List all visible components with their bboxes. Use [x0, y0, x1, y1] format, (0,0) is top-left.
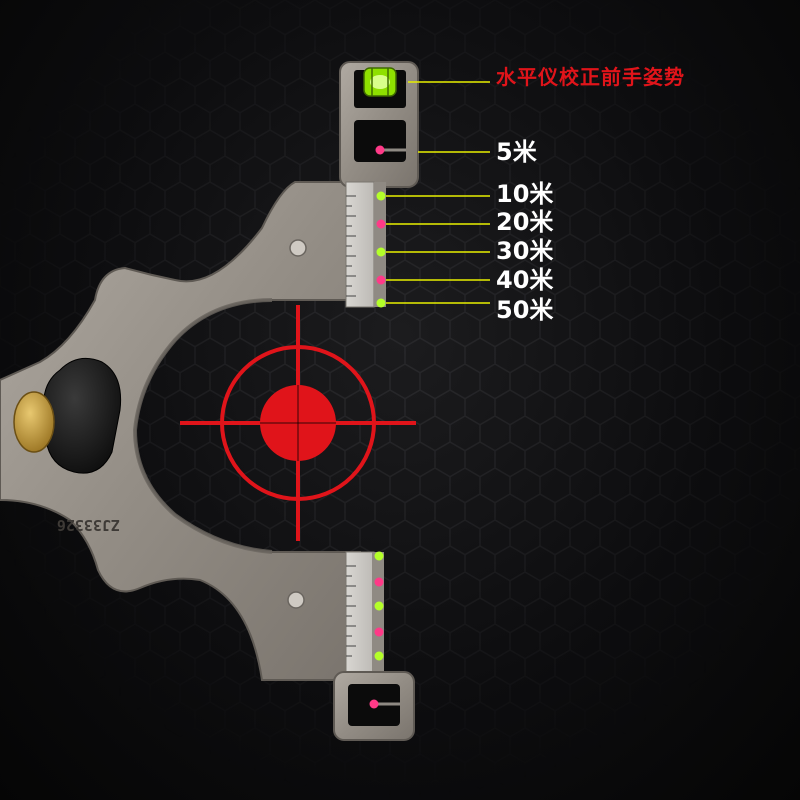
top-distance-scale — [345, 181, 386, 308]
distance-label-30m: 30米 — [496, 237, 554, 265]
pin-50m — [376, 298, 386, 308]
pin-20m — [376, 219, 386, 229]
rivet-bottom — [287, 591, 305, 609]
level-calibration-label: 水平仪校正前手姿势 — [496, 65, 685, 89]
pointer-lines — [386, 81, 490, 304]
bubble-level-icon — [363, 67, 397, 97]
pin-40m — [376, 275, 386, 285]
pin-30m — [376, 247, 386, 257]
crosshair-icon — [180, 305, 416, 541]
distance-label-20m: 20米 — [496, 208, 554, 236]
bottom-sight-bracket — [333, 671, 415, 741]
distance-label-40m: 40米 — [496, 266, 554, 294]
black-grip-knob — [43, 357, 122, 474]
distance-label-50m: 50米 — [496, 296, 554, 324]
rivet-top — [289, 239, 307, 257]
top-sight-bracket — [339, 61, 419, 188]
distance-label-10m: 10米 — [496, 180, 554, 208]
serial-engraving: ZJ33326 — [57, 516, 120, 534]
pin-5m — [375, 145, 385, 155]
distance-label-5m: 5米 — [496, 138, 537, 166]
brass-screw — [13, 391, 55, 453]
bottom-distance-scale — [345, 551, 384, 682]
slingshot-frame: ZJ33326 — [0, 181, 361, 681]
pin-10m — [376, 191, 386, 201]
